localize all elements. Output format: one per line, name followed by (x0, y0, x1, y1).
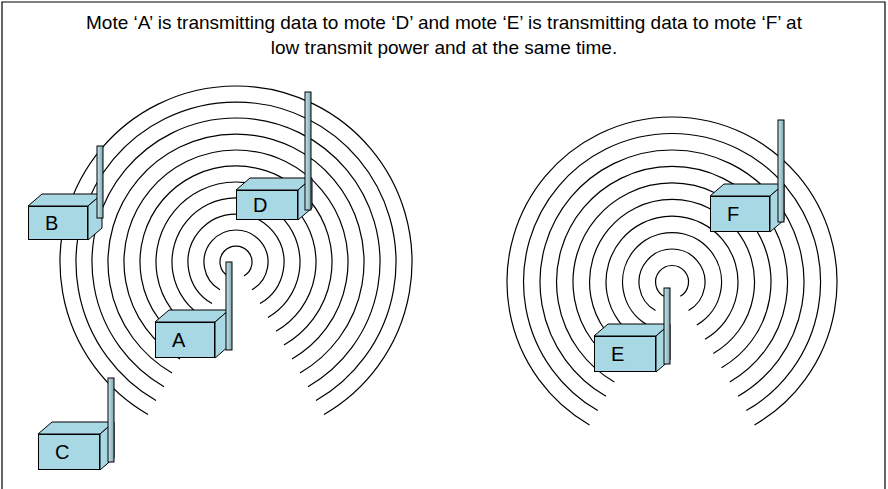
mote-label: A (172, 329, 185, 351)
mote-front: C (38, 434, 100, 470)
wave-arc (140, 166, 332, 345)
mote-label: B (45, 212, 58, 234)
antenna (778, 120, 784, 222)
mote-front: F (710, 196, 770, 232)
mote-label: D (253, 194, 267, 216)
wave-arc (76, 102, 396, 401)
antenna (108, 378, 114, 462)
mote-label: C (55, 441, 69, 463)
mote-front: D (236, 190, 298, 220)
wave-arc (540, 150, 804, 396)
wave-arc (156, 182, 316, 331)
wave-arc (124, 150, 348, 359)
wave-arc (590, 199, 755, 353)
antenna (305, 92, 311, 210)
wave-arc (656, 266, 689, 297)
wave-arc (92, 118, 380, 387)
antenna (97, 146, 103, 218)
wave-arc (220, 246, 252, 276)
wave-arc (507, 117, 837, 425)
wave-arc (557, 166, 788, 382)
wave-arc (623, 233, 722, 325)
antenna (226, 262, 232, 350)
wave-arc (60, 86, 412, 414)
wave-arc (639, 249, 705, 311)
mote-front: B (28, 206, 88, 240)
mote-label: F (727, 203, 739, 225)
mote-front: A (155, 322, 215, 358)
wave-arc (108, 134, 364, 373)
wave-arc (204, 230, 268, 290)
wave-arc (606, 216, 738, 339)
mote-label: E (611, 343, 624, 365)
wave-arc (524, 133, 821, 410)
radio-waves (60, 86, 837, 425)
mote-front: E (594, 336, 656, 372)
title-text: Mote ‘A’ is transmitting data to mote ‘D… (84, 10, 804, 60)
wave-arc (188, 214, 284, 304)
antenna (664, 288, 670, 364)
